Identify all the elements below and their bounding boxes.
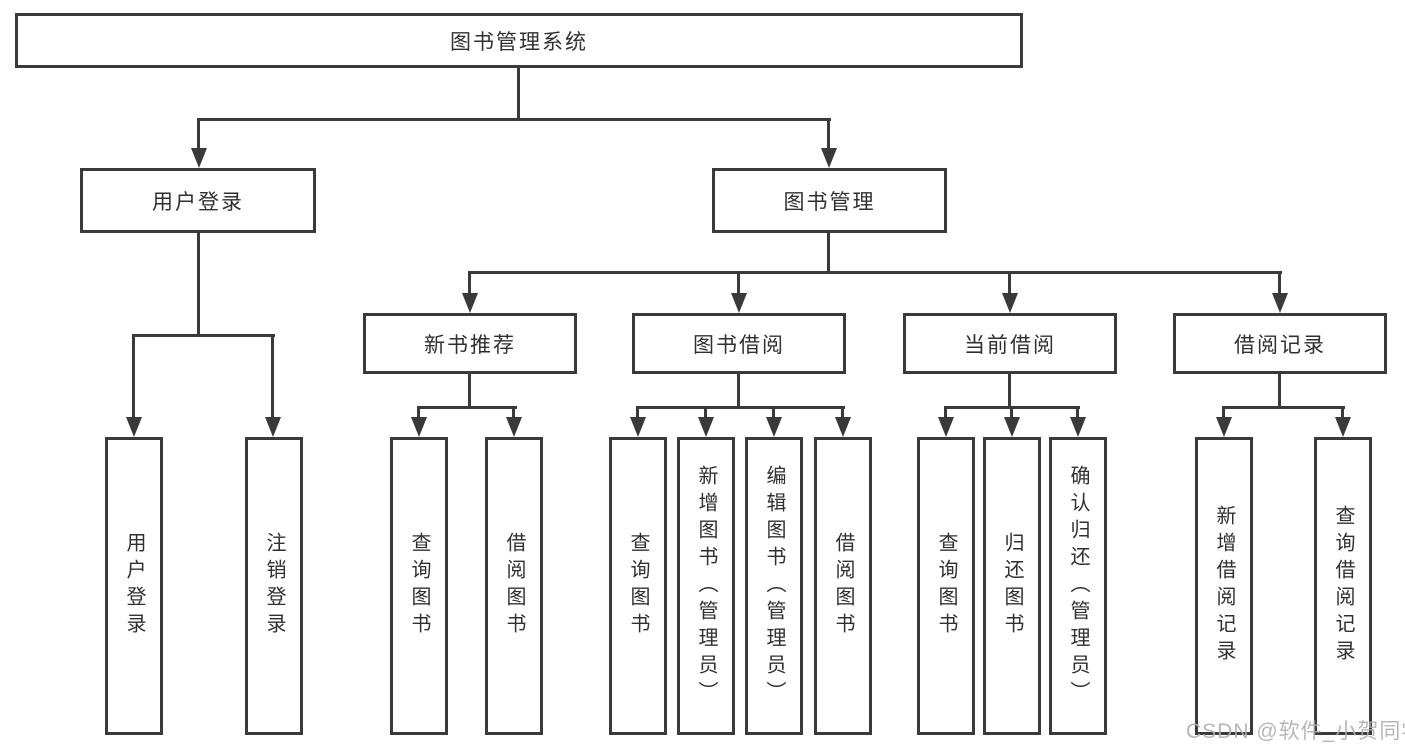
leaf-logout-label: 注销登录 [263, 532, 285, 640]
arrow-down-icon [1002, 293, 1018, 313]
node-book-management: 图书管理 [712, 168, 947, 233]
arrow-down-icon [698, 417, 714, 437]
node-new-book-recommend: 新书推荐 [363, 313, 577, 374]
connector-drop [1222, 406, 1225, 422]
arrow-down-icon [1216, 417, 1232, 437]
node-book-borrow-label: 图书借阅 [693, 333, 785, 357]
node-borrow-records: 借阅记录 [1173, 313, 1387, 374]
arrow-down-icon [191, 148, 207, 168]
connector-drop [417, 406, 420, 422]
leaf-recommend-query-book-label: 查询图书 [408, 532, 430, 640]
connector-drop-records [1278, 271, 1281, 299]
connector-drop-current [1008, 271, 1011, 299]
node-new-book-recommend-label: 新书推荐 [424, 333, 516, 357]
leaf-current-query-book: 查询图书 [917, 437, 975, 735]
leaf-records-query-record: 查询借阅记录 [1314, 437, 1372, 735]
connector-drop [704, 406, 707, 422]
connector-drop [512, 406, 515, 422]
leaf-recommend-query-book: 查询图书 [390, 437, 448, 735]
leaf-borrow-borrow-book: 借阅图书 [814, 437, 872, 735]
leaf-current-return-book: 归还图书 [983, 437, 1041, 735]
node-book-management-label: 图书管理 [783, 190, 876, 214]
node-book-borrow: 图书借阅 [632, 313, 846, 374]
leaf-borrow-edit-book-admin-label: 编辑图书（管理员） [763, 464, 785, 708]
leaf-recommend-borrow-book: 借阅图书 [485, 437, 543, 735]
leaf-borrow-query-book: 查询图书 [609, 437, 667, 735]
leaf-borrow-borrow-book-label: 借阅图书 [832, 532, 854, 640]
connector-root-stem [517, 68, 520, 119]
leaf-records-add-record-label: 新增借阅记录 [1213, 505, 1235, 667]
arrow-down-icon [126, 417, 142, 437]
connector-root-bus [197, 118, 831, 121]
connector-borrow-bus [636, 406, 845, 409]
node-user-login-label: 用户登录 [152, 190, 244, 214]
arrow-down-icon [731, 293, 747, 313]
leaf-user-login-label: 用户登录 [123, 532, 145, 640]
arrow-down-icon [766, 417, 782, 437]
connector-borrow-stem [737, 374, 740, 409]
leaf-current-confirm-return-admin-label: 确认归还（管理员） [1067, 464, 1089, 708]
node-current-borrow-label: 当前借阅 [964, 333, 1056, 357]
connector-drop-book-management [827, 118, 830, 152]
node-root: 图书管理系统 [15, 13, 1023, 68]
leaf-current-confirm-return-admin: 确认归还（管理员） [1049, 437, 1107, 735]
connector-recommend-bus [417, 406, 517, 409]
connector-drop-user-login [197, 118, 200, 152]
connector-records-stem [1278, 374, 1281, 409]
arrow-down-icon [630, 417, 646, 437]
connector-management-stem [827, 233, 830, 274]
leaf-borrow-add-book-admin-label: 新增图书（管理员） [695, 464, 717, 708]
arrow-down-icon [1070, 417, 1086, 437]
connector-recommend-stem [468, 374, 471, 409]
connector-drop [944, 406, 947, 422]
node-user-login: 用户登录 [80, 168, 316, 233]
leaf-user-login: 用户登录 [105, 437, 163, 735]
leaf-records-add-record: 新增借阅记录 [1195, 437, 1253, 735]
connector-drop [1341, 406, 1344, 422]
arrow-down-icon [265, 417, 281, 437]
leaf-logout: 注销登录 [245, 437, 303, 735]
arrow-down-icon [411, 417, 427, 437]
connector-drop-recommend [468, 271, 471, 299]
connector-login-stem [197, 233, 200, 336]
leaf-records-query-record-label: 查询借阅记录 [1332, 505, 1354, 667]
connector-drop-borrow [737, 271, 740, 299]
leaf-borrow-add-book-admin: 新增图书（管理员） [677, 437, 735, 735]
connector-drop-leaf-logout [271, 334, 274, 422]
leaf-current-query-book-label: 查询图书 [935, 532, 957, 640]
connector-drop-leaf-login [132, 334, 135, 422]
arrow-down-icon [506, 417, 522, 437]
leaf-borrow-edit-book-admin: 编辑图书（管理员） [745, 437, 803, 735]
node-borrow-records-label: 借阅记录 [1234, 333, 1326, 357]
connector-current-stem [1008, 374, 1011, 409]
connector-level3-bus [468, 271, 1282, 274]
connector-records-bus [1222, 406, 1345, 409]
connector-drop [1010, 406, 1013, 422]
arrow-down-icon [1272, 293, 1288, 313]
arrow-down-icon [835, 417, 851, 437]
arrow-down-icon [462, 293, 478, 313]
connector-drop [772, 406, 775, 422]
node-current-borrow: 当前借阅 [903, 313, 1117, 374]
leaf-borrow-query-book-label: 查询图书 [627, 532, 649, 640]
connector-drop [636, 406, 639, 422]
connector-drop [1076, 406, 1079, 422]
leaf-recommend-borrow-book-label: 借阅图书 [503, 532, 525, 640]
connector-drop [841, 406, 844, 422]
node-root-label: 图书管理系统 [450, 30, 588, 54]
connector-login-bus [132, 334, 275, 337]
arrow-down-icon [1004, 417, 1020, 437]
arrow-down-icon [821, 148, 837, 168]
csdn-watermark: CSDN @软件_小贺同学 [1186, 720, 1405, 743]
arrow-down-icon [938, 417, 954, 437]
arrow-down-icon [1335, 417, 1351, 437]
leaf-current-return-book-label: 归还图书 [1001, 532, 1023, 640]
